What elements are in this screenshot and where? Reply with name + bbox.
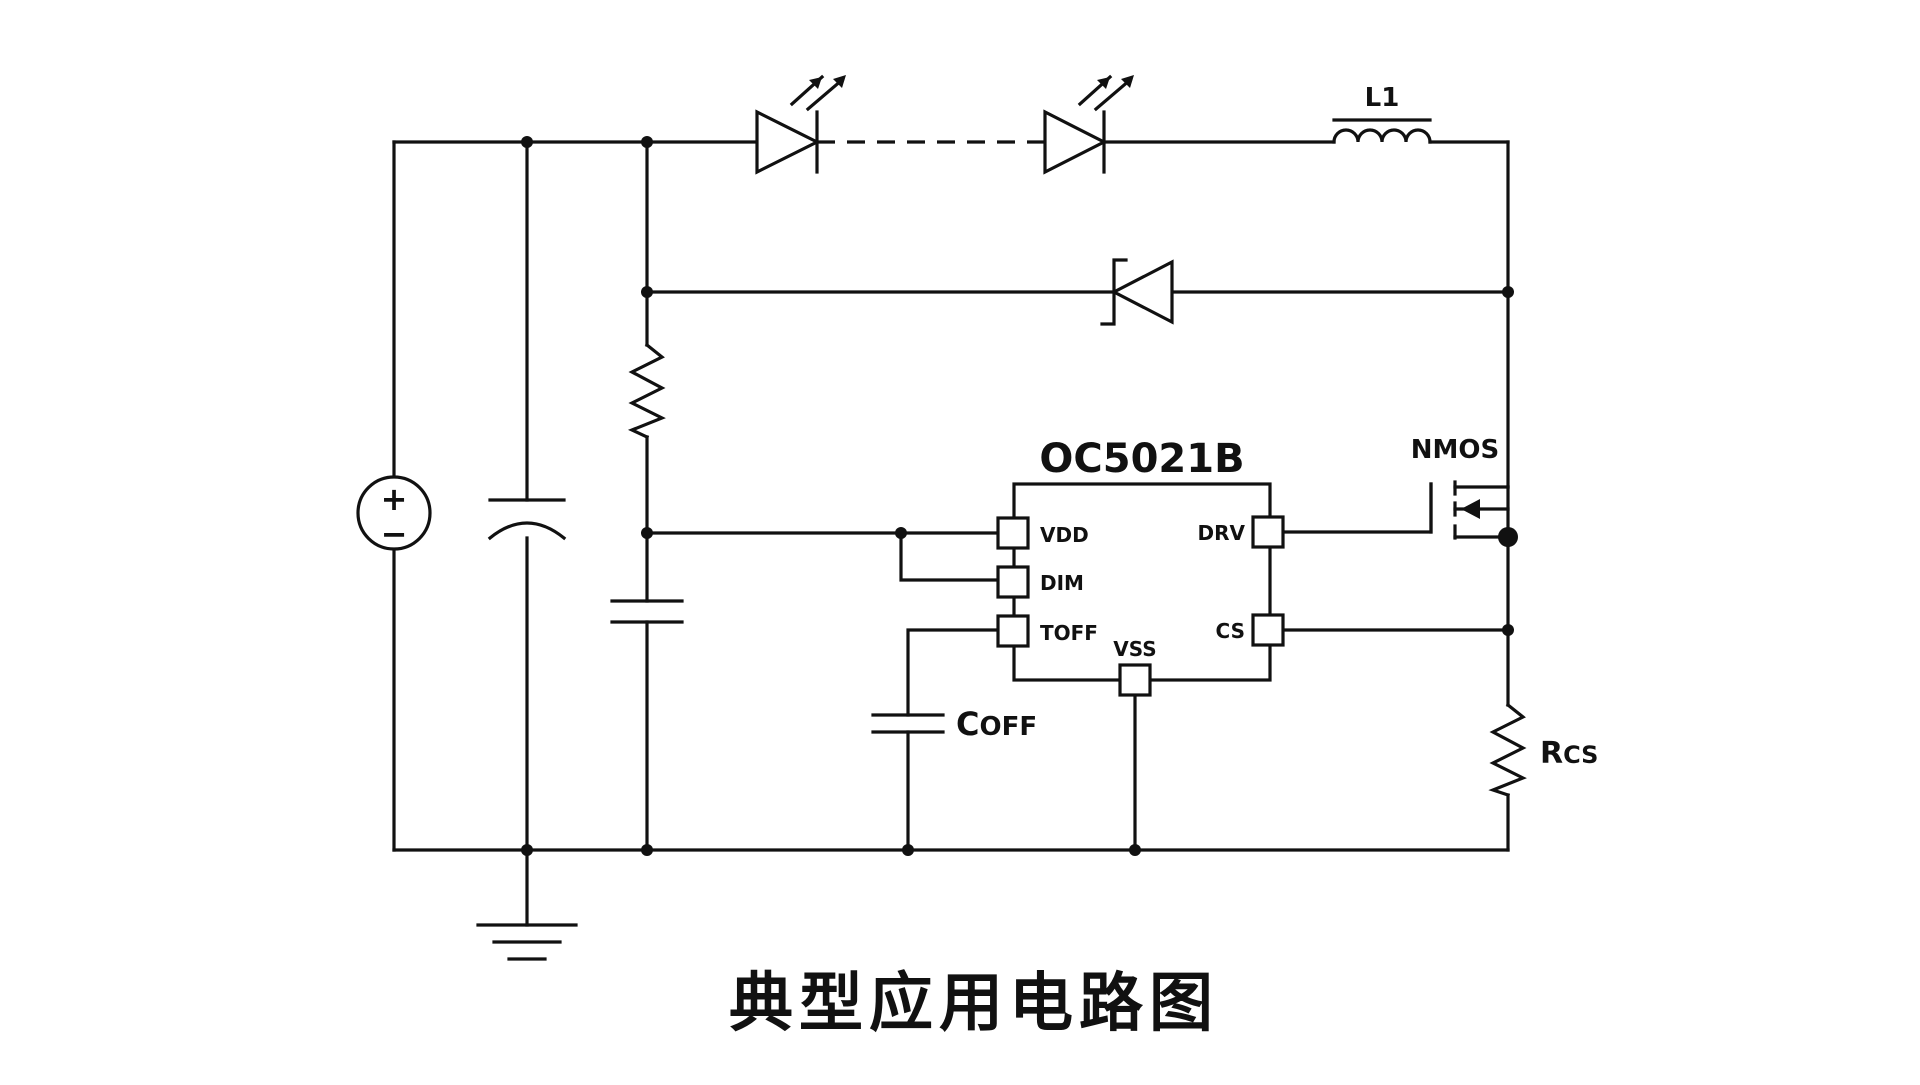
wire-toff-to-cap — [906, 628, 1000, 717]
wire-vdd-dim-tie — [899, 531, 1000, 582]
ic-pin-drv-label: DRV — [1198, 521, 1246, 545]
ic-pin-drv — [1251, 515, 1285, 549]
ic-pin-vss — [1118, 663, 1152, 697]
junction-dots — [521, 136, 1514, 856]
diagram-caption: 典型应用电路图 — [729, 967, 1219, 1041]
input-capacitor — [487, 498, 567, 541]
wire-drv-to-gate — [1278, 482, 1433, 534]
rcs-label-sub: CS — [1563, 741, 1598, 769]
ground-icon — [476, 923, 578, 961]
ic-oc5021b: OC5021B VDD DIM TOFF VSS DRV CS — [996, 436, 1285, 697]
source-minus: − — [381, 515, 408, 553]
ic-pin-toff-label: TOFF — [1040, 621, 1098, 645]
vdd-capacitor — [610, 599, 684, 624]
ic-pin-dim — [996, 565, 1030, 599]
ic-pin-dim-label: DIM — [1040, 571, 1084, 595]
voltage-source: + − — [356, 475, 432, 553]
inductor-label: L1 — [1365, 83, 1400, 113]
nmos-transistor: NMOS — [1411, 435, 1518, 547]
coff-label-main: C — [956, 705, 979, 743]
ic-pin-cs-label: CS — [1216, 619, 1245, 643]
rcs-label-main: R — [1540, 736, 1563, 771]
led-n — [1043, 74, 1134, 175]
ic-pin-vdd — [996, 516, 1030, 550]
ic-pin-vss-label: VSS — [1113, 637, 1156, 661]
rcs-label: RCS — [1540, 736, 1598, 771]
ic-name: OC5021B — [1039, 436, 1244, 482]
vdd-resistor — [627, 342, 666, 440]
led-1 — [755, 74, 846, 175]
ic-pin-toff — [996, 614, 1030, 648]
coff-label-sub: OFF — [979, 712, 1037, 742]
coff-capacitor: COFF — [871, 705, 1037, 743]
source-plus: + — [381, 480, 408, 518]
ic-pin-cs — [1251, 613, 1285, 647]
inductor-l1: L1 — [1332, 83, 1432, 144]
nmos-label: NMOS — [1411, 435, 1499, 465]
sense-resistor: RCS — [1488, 702, 1598, 798]
wires — [392, 140, 1510, 927]
schottky-diode — [1100, 258, 1174, 326]
ic-pin-vdd-label: VDD — [1040, 523, 1089, 547]
coff-label: COFF — [956, 705, 1037, 743]
